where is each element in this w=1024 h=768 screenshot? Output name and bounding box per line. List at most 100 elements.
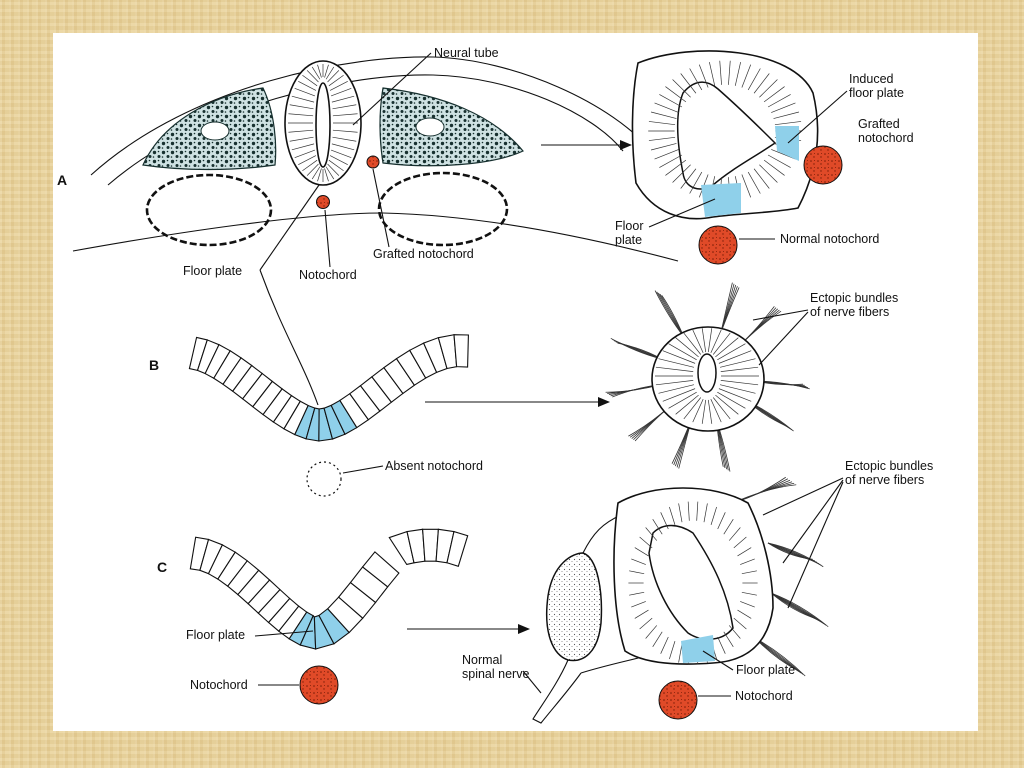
wall-line (634, 547, 649, 557)
label-absent-notochord: Absent notochord (385, 459, 483, 473)
label-induced-1: Induced (849, 72, 894, 86)
spinal-nerve-trunk (532, 659, 582, 724)
label-grafted-notochord-a: Grafted notochord (373, 247, 474, 261)
wall-line (712, 397, 731, 420)
wall-line (665, 86, 687, 103)
row-c-letter: C (157, 559, 167, 575)
wall-line (672, 164, 691, 183)
row-a-cross-section (72, 56, 679, 262)
wall-line (294, 87, 316, 97)
row-b-result (605, 282, 810, 472)
wall-line (737, 609, 752, 619)
wall-line (675, 394, 699, 415)
dermomyotome-left (145, 173, 273, 247)
wall-line (689, 171, 703, 194)
wall-line (737, 547, 752, 557)
wall-line (692, 329, 704, 354)
leader-floor-plate-a (259, 184, 320, 271)
plate-segment (446, 530, 469, 567)
wall-line (718, 350, 752, 364)
leader-floor-plate-to-b (259, 269, 319, 406)
wall-line (728, 527, 741, 541)
wall-line (733, 536, 747, 549)
wall-line (329, 80, 348, 91)
wall-line (660, 636, 669, 654)
wall-line (678, 643, 683, 663)
wall-line (629, 591, 645, 596)
wall-line (634, 609, 649, 619)
label-induced-2: floor plate (849, 86, 904, 100)
wall-line (639, 536, 653, 549)
wall-line (294, 149, 316, 159)
wall-line (701, 328, 707, 353)
wall-line (723, 631, 734, 647)
wall-line (659, 94, 683, 108)
label-neural-tube: Neural tube (434, 46, 499, 60)
wall-line (332, 129, 358, 133)
wall-line (652, 631, 663, 647)
wall-line (747, 68, 761, 91)
wall-line (669, 640, 676, 660)
label-ectopic-c-2: of nerve fibers (845, 473, 924, 487)
wall-line (639, 617, 653, 630)
wall-line (291, 143, 315, 151)
row-c-result (532, 476, 829, 724)
label-ectopic-c-1: Ectopic bundles (845, 459, 933, 473)
wall-line (723, 519, 734, 535)
wall-line (289, 136, 314, 142)
wall-line (324, 64, 329, 78)
leader-neural-tube (352, 52, 432, 126)
notochord-a (316, 195, 330, 209)
plate-segment (453, 334, 469, 368)
wall-line (720, 366, 759, 372)
wall-line (288, 113, 314, 117)
absent-notochord-b (306, 461, 342, 497)
row-a-letter: A (57, 172, 67, 188)
wall-line (741, 64, 752, 88)
row-b-neural-plate (188, 334, 469, 442)
wall-line (652, 519, 663, 535)
row-b-letter: B (149, 357, 159, 373)
wall-line (655, 366, 694, 372)
wall-line (654, 102, 679, 113)
wall-line (680, 168, 697, 189)
wall-line (717, 391, 746, 409)
wall-line (311, 166, 321, 180)
neural-canal-a (315, 82, 331, 168)
result-c-wall-lines (628, 501, 758, 665)
wall-line (665, 159, 687, 176)
wall-line (763, 159, 785, 176)
wall-line (332, 136, 357, 142)
wall-line (719, 358, 756, 368)
label-notochord-a: Notochord (299, 268, 357, 282)
wall-line (715, 337, 739, 358)
neural-canal-b-result (697, 353, 717, 393)
row-c-neural-plate (189, 528, 469, 650)
wall-line (669, 506, 676, 526)
wall-line (331, 143, 355, 151)
wall-line (710, 398, 722, 423)
wall-line (662, 350, 696, 364)
label-ectopic-b-1: Ectopic bundles (810, 291, 898, 305)
somite-left-cavity (200, 121, 230, 141)
wall-line (696, 501, 699, 521)
wall-line (330, 87, 352, 97)
wall-line (710, 329, 722, 354)
wall-line (680, 73, 697, 94)
wall-line (740, 558, 755, 565)
wall-line (759, 164, 778, 183)
wall-line (645, 527, 658, 541)
wall-line (675, 337, 699, 358)
wall-line (289, 104, 314, 110)
plate-segment (361, 551, 400, 588)
wall-line (325, 66, 335, 80)
wall-line (631, 601, 646, 608)
wall-line (668, 391, 697, 409)
nerve-fiber (659, 293, 685, 337)
wall-line (753, 73, 770, 94)
neural-tube-wall-lines (288, 64, 358, 182)
wall-line (717, 636, 726, 654)
result-b-wall-lines (655, 328, 759, 424)
wall-line (718, 388, 752, 402)
wall-line (658, 358, 695, 368)
